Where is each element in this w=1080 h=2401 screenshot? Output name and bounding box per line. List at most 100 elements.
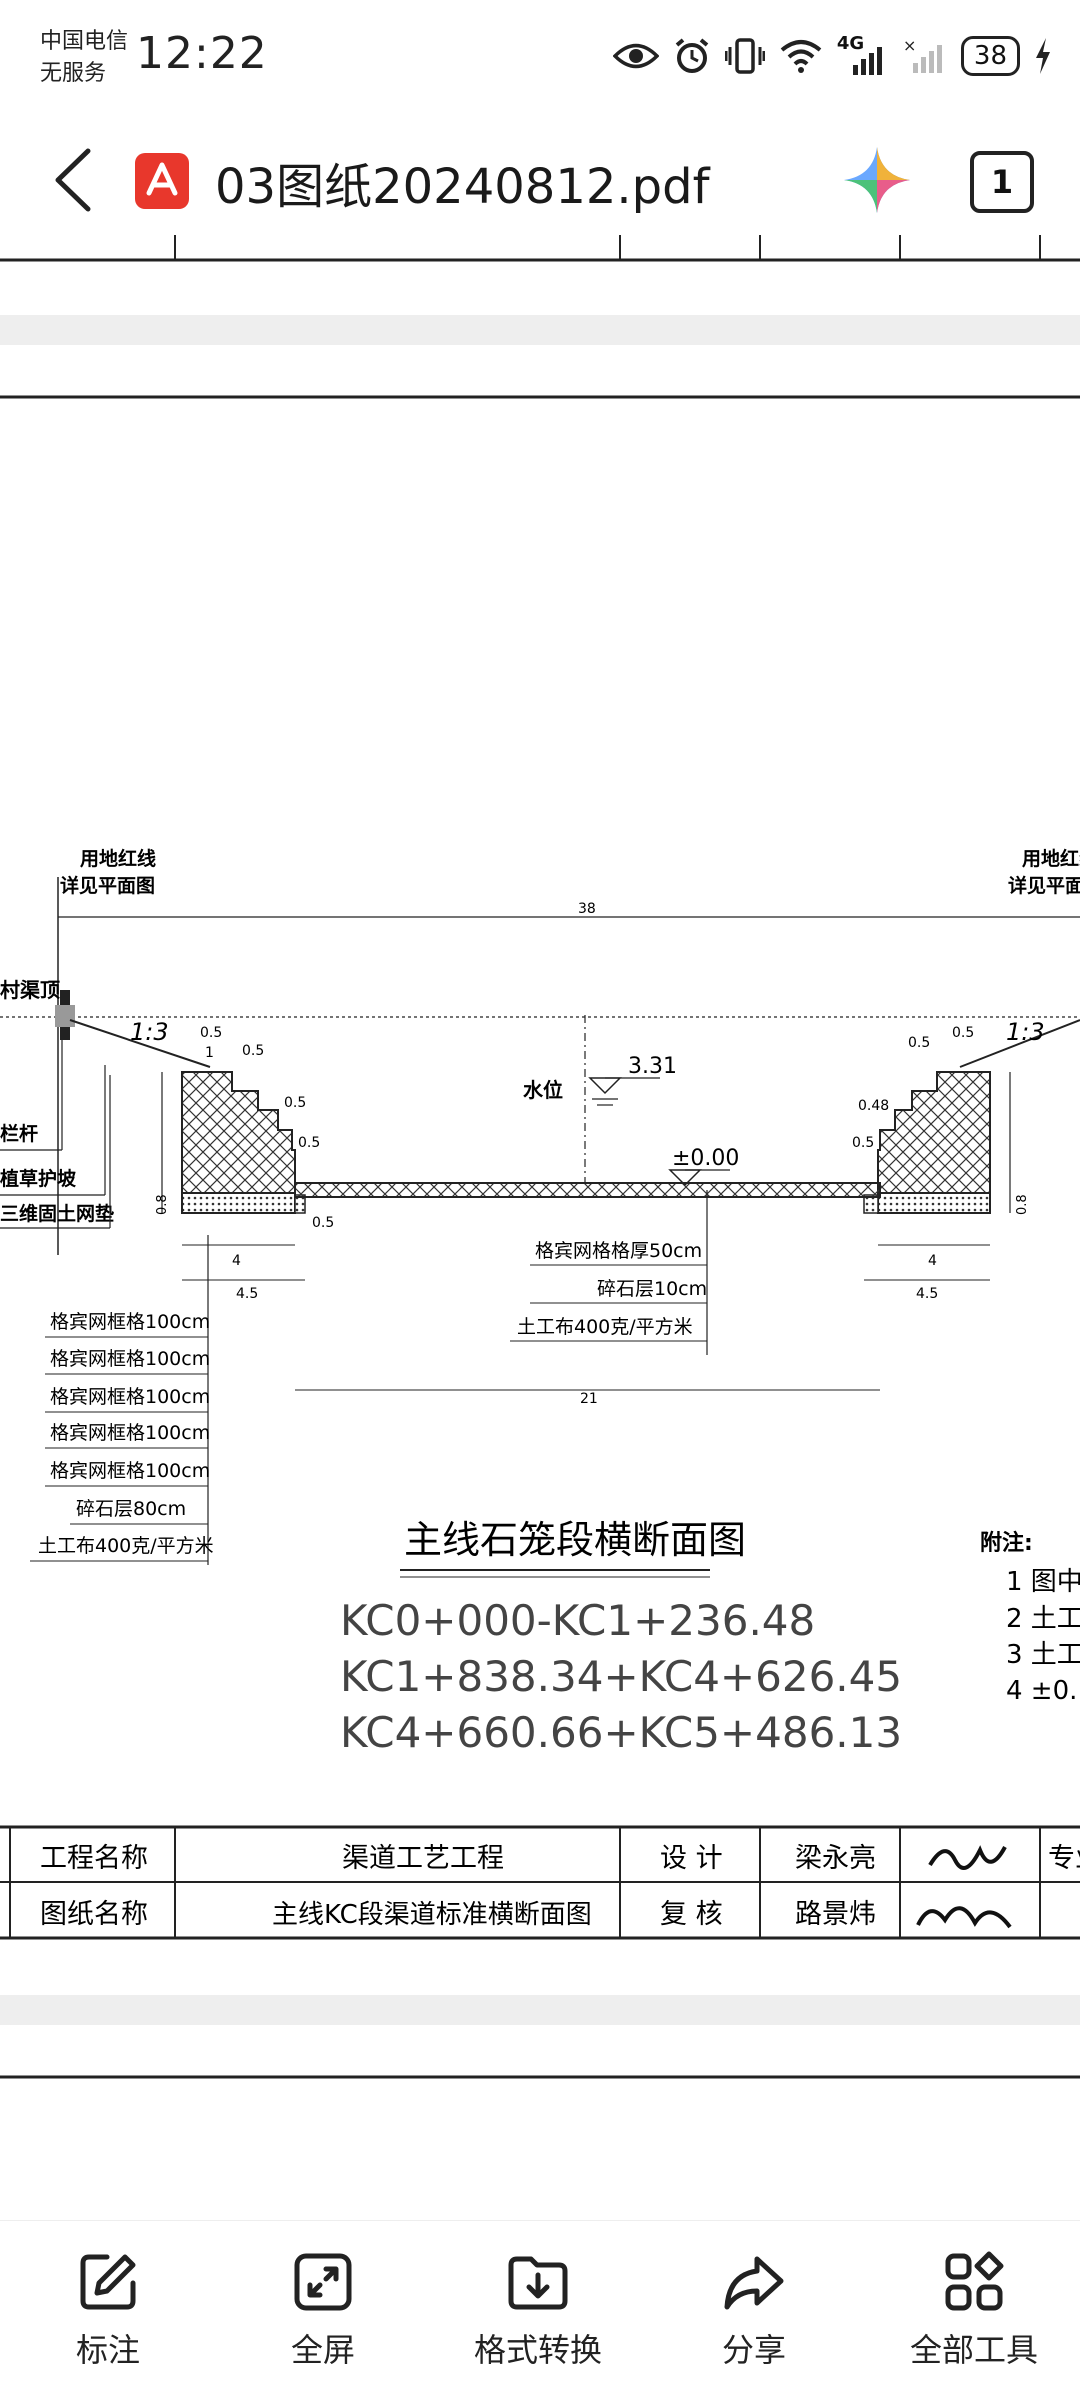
convert-button[interactable]: 格式转换 <box>468 2251 608 2371</box>
left-layer-5: 格宾网框格100cm <box>50 1460 210 1482</box>
left-boundary-sublabel: 详见平面图 <box>60 874 155 897</box>
notes-title: 附注: <box>980 1530 1033 1556</box>
status-icons: 4G × 38 <box>612 33 1052 78</box>
page-gap-2 <box>0 1995 1080 2025</box>
share-button[interactable]: 分享 <box>684 2251 824 2371</box>
left-layer-callouts: 格宾网框格100cm 格宾网框格100cm 格宾网框格100cm 格宾网框格10… <box>30 1235 214 1565</box>
pdf-file-icon <box>135 153 189 209</box>
charging-icon <box>1036 38 1050 74</box>
status-bar: 中国电信 无服务 12:22 4G × 38 <box>0 0 1080 125</box>
design-label: 设 计 <box>660 1843 723 1874</box>
r-step-dim-05c: 0.5 <box>852 1135 874 1151</box>
annotate-button[interactable]: 标注 <box>38 2251 178 2371</box>
checker-name: 路景炜 <box>795 1899 876 1930</box>
right-gabion-wall <box>863 1071 1011 1214</box>
eye-icon <box>612 43 659 69</box>
left-width-45: 4.5 <box>236 1286 258 1302</box>
fullscreen-button[interactable]: 全屏 <box>253 2251 393 2371</box>
left-dim-08: 0.8 <box>155 1194 170 1215</box>
right-width-4: 4 <box>928 1253 937 1269</box>
geomat-label: 三维固土网垫 <box>0 1202 114 1225</box>
right-dim-08: 0.8 <box>1015 1194 1030 1215</box>
note-4: 4 ±0. <box>1006 1676 1077 1706</box>
step-dim-05a: 0.5 <box>200 1025 222 1041</box>
right-boundary-label: 用地红线 <box>1022 847 1080 870</box>
right-width-45: 4.5 <box>916 1286 938 1302</box>
signal-4g-icon: 4G <box>837 33 889 75</box>
left-layer-4: 格宾网框格100cm <box>50 1422 210 1444</box>
share-label: 分享 <box>721 2331 786 2369</box>
r-step-dim-048: 0.48 <box>858 1098 889 1114</box>
zero-level-value: ±0.00 <box>672 1146 739 1171</box>
channel-bottom-gabion <box>294 1182 881 1198</box>
all-tools-label: 全部工具 <box>909 2331 1038 2369</box>
left-layer-1: 格宾网框格100cm <box>50 1311 210 1333</box>
clock: 12:22 <box>136 28 268 79</box>
left-gabion-wall <box>161 1071 306 1214</box>
step-dim-1a: 1 <box>205 1045 214 1061</box>
previous-page-fragment <box>0 235 1080 262</box>
project-name: 渠道工艺工程 <box>342 1843 504 1874</box>
right-boundary-sublabel: 详见平面图 <box>1008 874 1080 897</box>
dike-top-label: 村渠顶 <box>0 978 60 1002</box>
designer-signature <box>928 1845 1007 1870</box>
left-layer-2: 格宾网框格100cm <box>50 1348 210 1370</box>
battery-indicator: 38 <box>960 36 1020 76</box>
extra-column: 专业 <box>1048 1843 1080 1874</box>
center-layer-2: 碎石层10cm <box>597 1278 707 1300</box>
step-dim-05d: 0.5 <box>298 1135 320 1151</box>
r-step-dim-05b: 0.5 <box>952 1025 974 1041</box>
title-block: 工程名称 渠道工艺工程 设 计 梁永亮 专业 图纸名称 主线KC段渠道标准横断面… <box>0 1825 1080 1940</box>
annotate-label: 标注 <box>75 2331 140 2369</box>
left-boundary-label: 用地红线 <box>80 847 156 870</box>
page-count-button[interactable]: 1 <box>970 151 1034 213</box>
water-level-marker <box>588 1077 622 1095</box>
all-tools-button[interactable]: 全部工具 <box>904 2251 1044 2371</box>
share-icon <box>724 2256 784 2310</box>
svg-text:×: × <box>903 37 916 55</box>
bottom-width-21: 21 <box>580 1391 598 1407</box>
r-step-dim-05a: 0.5 <box>908 1035 930 1051</box>
section-title: 主线石笼段横断面图 <box>404 1518 746 1562</box>
drawing-canvas: 用地红线 详见平面图 用地红线 详见平面图 38 村渠顶 栏杆 植草护坡 三维固… <box>0 235 1080 2079</box>
carrier-name: 中国电信 <box>40 29 129 54</box>
drawing-name: 主线KC段渠道标准横断面图 <box>272 1900 592 1930</box>
left-width-4: 4 <box>232 1253 241 1269</box>
project-name-label: 工程名称 <box>40 1843 148 1874</box>
no-signal-icon: × <box>903 37 942 73</box>
bottom-toolbar: 标注 全屏 格式转换 分享 全部工具 <box>0 2220 1080 2401</box>
designer-name: 梁永亮 <box>795 1843 876 1874</box>
back-arrow-icon[interactable] <box>48 147 108 213</box>
step-dim-05e: 0.5 <box>312 1215 334 1231</box>
page-gap <box>0 315 1080 345</box>
step-dim-05b: 0.5 <box>242 1043 264 1059</box>
grass-slope-label: 植草护坡 <box>0 1167 77 1190</box>
pdf-viewer[interactable]: 用地红线 详见平面图 用地红线 详见平面图 38 村渠顶 栏杆 植草护坡 三维固… <box>0 235 1080 2220</box>
ai-assistant-icon[interactable] <box>842 145 912 215</box>
convert-label: 格式转换 <box>473 2331 602 2369</box>
water-level-value: 3.31 <box>628 1054 677 1079</box>
left-layer-7: 土工布400克/平方米 <box>38 1535 214 1557</box>
app-top-bar: 03图纸20240812.pdf 1 <box>0 125 1080 235</box>
network-type: 4G <box>836 33 865 54</box>
note-3: 3 土工 <box>1006 1640 1080 1670</box>
right-slope-ratio: 1:3 <box>1006 1018 1045 1046</box>
chainage-3: KC4+660.66+KC5+486.13 <box>340 1708 902 1757</box>
fullscreen-icon <box>294 2253 352 2311</box>
note-1: 1 图中 <box>1006 1567 1080 1597</box>
check-label: 复 核 <box>660 1899 723 1930</box>
left-layer-3: 格宾网框格100cm <box>50 1386 210 1408</box>
wifi-icon <box>780 40 822 73</box>
step-dim-05c: 0.5 <box>284 1095 306 1111</box>
chainage-1: KC0+000-KC1+236.48 <box>340 1596 815 1645</box>
checker-signature <box>916 1906 1012 1929</box>
fullscreen-label: 全屏 <box>290 2331 355 2369</box>
annotate-icon <box>80 2254 136 2310</box>
document-title: 03图纸20240812.pdf <box>215 159 710 215</box>
water-level-label: 水位 <box>523 1078 563 1102</box>
convert-icon <box>508 2256 568 2310</box>
center-layer-1: 格宾网格格厚50cm <box>535 1240 702 1262</box>
service-status: 无服务 <box>40 61 107 86</box>
note-2: 2 土工 <box>1006 1604 1080 1634</box>
chainage-2: KC1+838.34+KC4+626.45 <box>340 1652 902 1701</box>
